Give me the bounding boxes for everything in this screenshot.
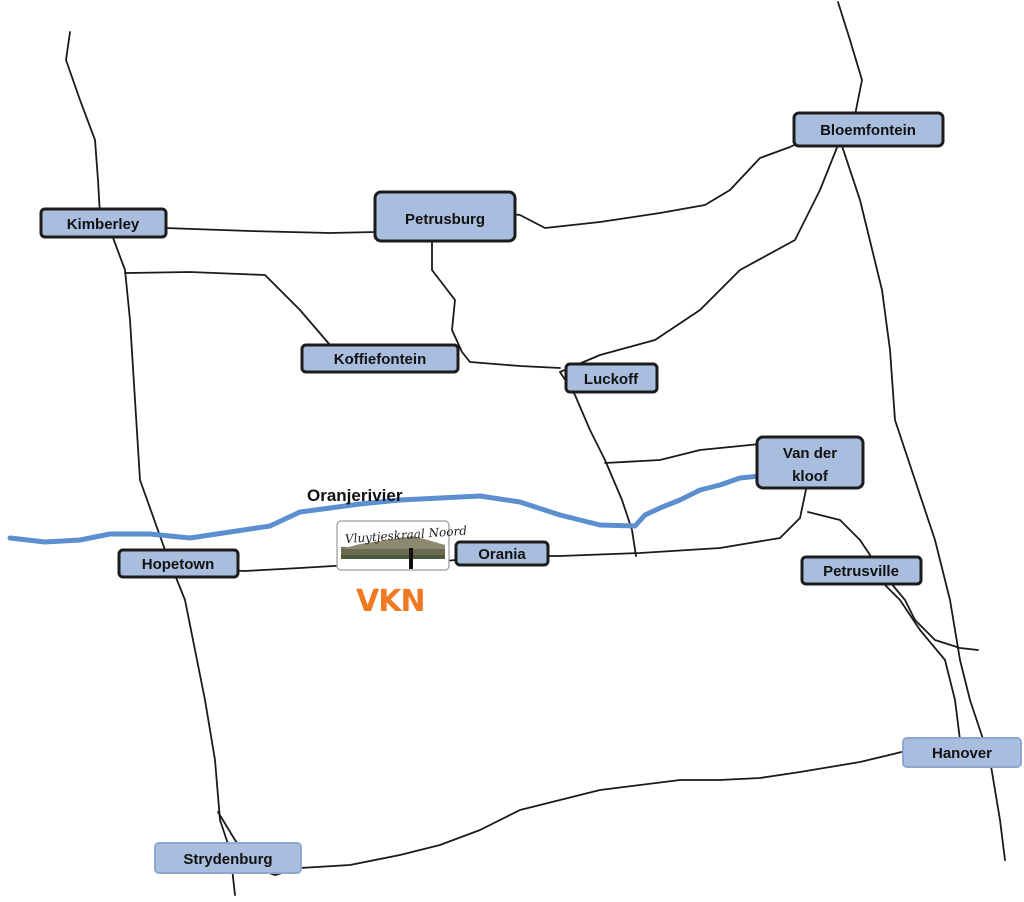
road-luckoff-orania xyxy=(559,371,637,557)
town-label-vanderkloof-line2: kloof xyxy=(792,468,829,485)
road-strydenburg-hanover xyxy=(299,749,911,869)
logo-hills xyxy=(341,536,445,549)
vkn-logo: Vluytjeskraal Noord VKN xyxy=(336,520,468,619)
town-label-bloemfontein: Bloemfontein xyxy=(820,122,916,139)
road-kimberley-bloemfontein xyxy=(164,134,816,234)
town-hanover[interactable]: Hanover xyxy=(902,737,1022,768)
town-bloemfontein[interactable]: Bloemfontein xyxy=(792,111,945,148)
town-label-vanderkloof-line1: Van der xyxy=(783,445,837,462)
town-orania[interactable]: Orania xyxy=(454,540,550,567)
town-label-petrusburg: Petrusburg xyxy=(405,211,485,228)
orange-river xyxy=(7,473,763,545)
town-label-strydenburg: Strydenburg xyxy=(183,851,272,868)
town-label-luckoff: Luckoff xyxy=(584,371,639,388)
town-kimberley[interactable]: Kimberley xyxy=(39,207,168,239)
road-luckoff-vanderkloof xyxy=(604,443,761,464)
town-label-koffiefontein: Koffiefontein xyxy=(334,351,426,368)
town-label-hanover: Hanover xyxy=(932,745,992,762)
road-petrusville-south xyxy=(879,579,961,741)
logo-marker xyxy=(409,548,413,569)
road-kimberley-north xyxy=(65,31,236,896)
town-koffiefontein[interactable]: Koffiefontein xyxy=(300,343,460,374)
road-petrusburg-luckoff xyxy=(431,237,561,369)
town-label-kimberley: Kimberley xyxy=(67,216,140,233)
town-label-petrusville: Petrusville xyxy=(823,563,899,580)
town-luckoff[interactable]: Luckoff xyxy=(564,362,659,394)
town-petrusville[interactable]: Petrusville xyxy=(800,555,923,586)
town-hopetown[interactable]: Hopetown xyxy=(117,548,240,579)
logo-ground xyxy=(341,555,445,559)
logo-brand-text: VKN xyxy=(356,584,425,619)
road-bloemfontein-luckoff xyxy=(559,144,839,373)
river-label: Oranjerivier xyxy=(307,486,403,505)
town-strydenburg[interactable]: Strydenburg xyxy=(154,842,302,874)
town-label-orania: Orania xyxy=(478,546,526,563)
town-petrusburg[interactable]: Petrusburg xyxy=(373,190,517,243)
town-vanderkloof[interactable]: Van der kloof xyxy=(755,435,865,490)
road-petrusville xyxy=(807,511,979,651)
town-label-hopetown: Hopetown xyxy=(142,556,215,573)
road-kimberley-koffiefontein xyxy=(124,271,341,356)
